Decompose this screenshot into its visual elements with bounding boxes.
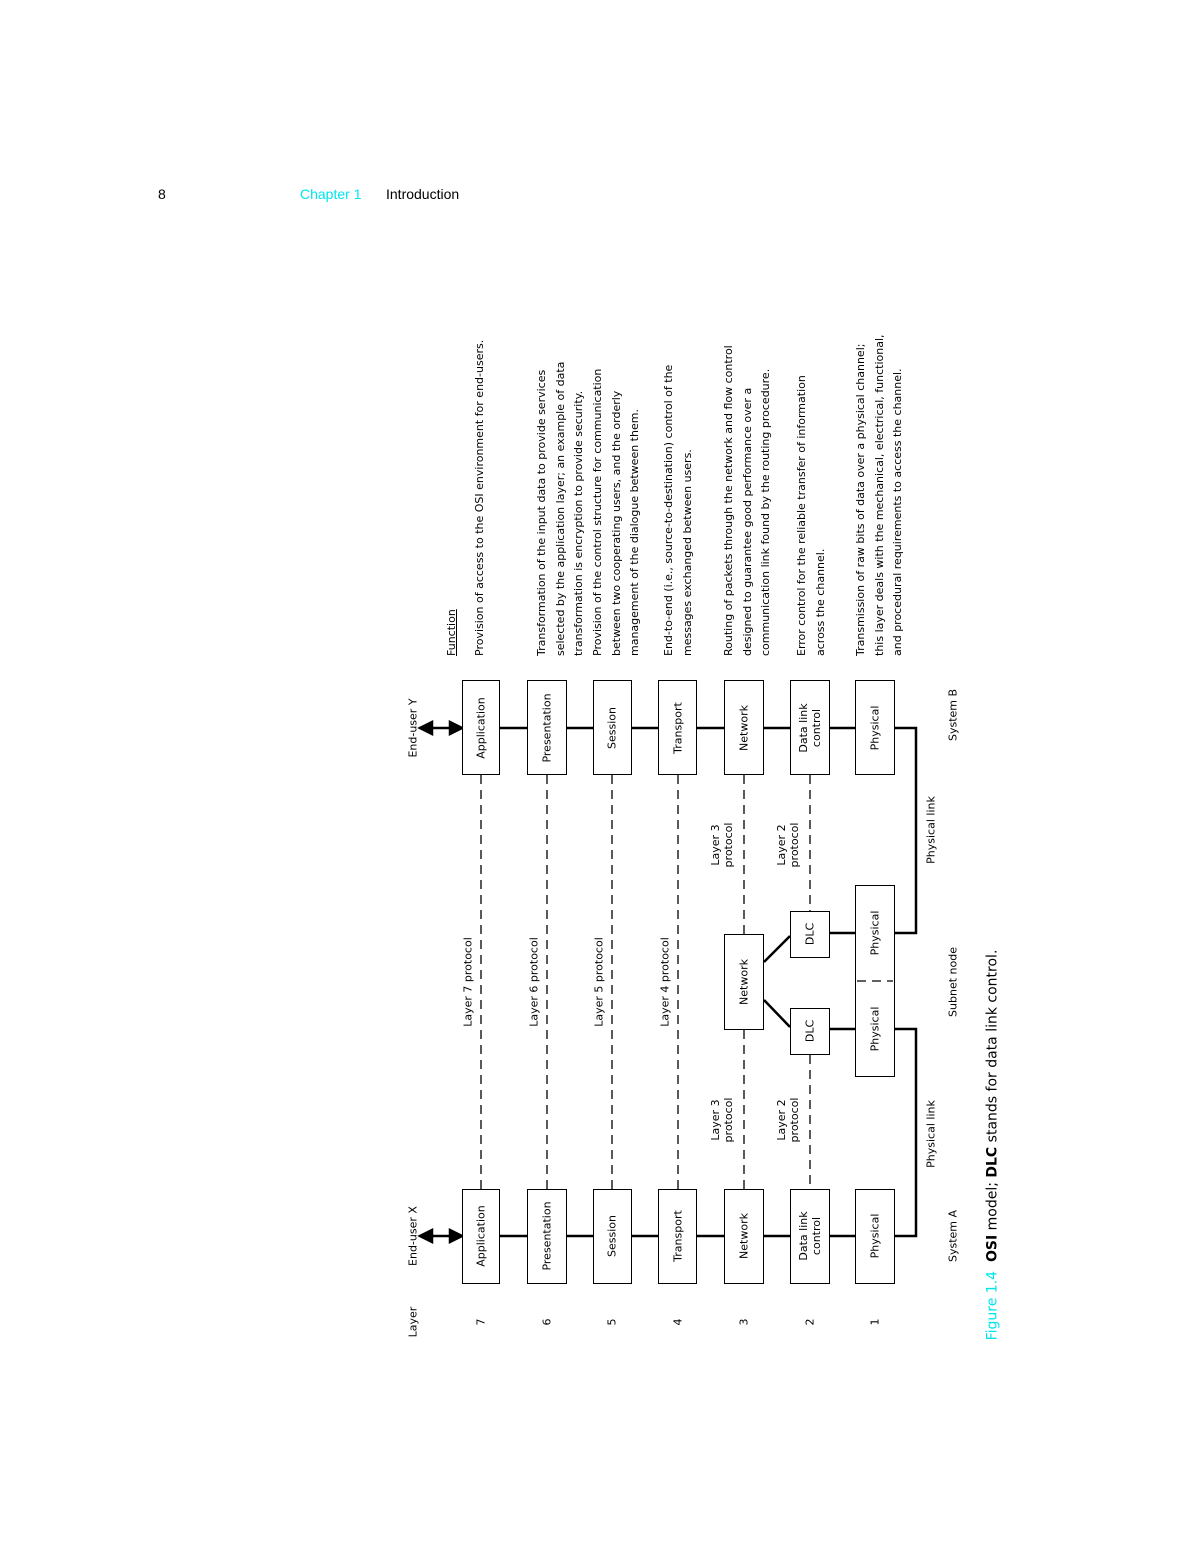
box-label: Network [737,1213,751,1259]
function-text-layer-1: Transmission of raw bits of data over a … [854,334,904,656]
system-b-label: System B [946,688,960,742]
system-b-network-box [724,680,764,775]
box-label: Physical [868,1006,882,1052]
figure-caption: Figure 1.4 OSI model; DLC stands for dat… [984,949,1001,1341]
function-text-layer-5: Provision of the control structure for c… [591,368,641,656]
system-a-transport-box [658,1189,697,1284]
box-label: Session [605,1215,619,1257]
protocol-label: Layer 6 protocol [527,937,541,1027]
box-label: Transport [671,1210,685,1262]
protocol-label: Layer 5 protocol [592,937,606,1027]
box-label: Physical [868,910,882,956]
protocol-label: Layer 7 protocol [461,937,475,1027]
subnet-physical-box [855,885,895,1077]
box-label: Network [737,959,751,1005]
system-a-dlc-box [790,1189,830,1284]
layer-number: 3 [737,1318,751,1326]
function-text-layer-3: Routing of packets through the network a… [722,345,772,656]
system-b-dlc-box [790,680,830,775]
box-label: Physical [868,705,882,751]
system-a-physical-box [855,1189,895,1284]
box-label: Physical [868,1213,882,1259]
box-label: Transport [671,702,685,754]
layer-number: 7 [474,1318,488,1326]
system-a-label: System A [946,1209,960,1263]
layer-number: 1 [868,1318,882,1326]
layer-number: 2 [803,1318,817,1326]
box-label: DLC [803,1019,817,1043]
layer-number: 6 [540,1318,554,1326]
figure-label: Figure 1.4 [984,1270,1001,1341]
box-label: Presentation [540,1201,554,1271]
system-a-application-box [462,1189,500,1284]
system-a-session-box [593,1189,632,1284]
system-a-presentation-box [527,1189,567,1284]
system-b-transport-box [658,680,697,775]
layer-number: 4 [671,1318,685,1326]
function-text-layer-2: Error control for the reliable transfer … [795,375,827,656]
end-user-x-label: End-user X [406,1206,420,1266]
subnet-dlc-right-box [790,911,830,958]
box-label: Application [474,697,488,759]
physical-link-label-b: Physical link [924,796,938,864]
box-label: Presentation [540,693,554,763]
chapter-label: Chapter 1 [300,186,362,202]
protocol-label: Layer 4 protocol [658,937,672,1027]
layer-number: 5 [605,1318,619,1326]
end-user-y-label: End-user Y [406,698,420,758]
box-label: Network [737,705,751,751]
physical-link-label-a: Physical link [924,1100,938,1168]
system-b-presentation-box [527,680,567,775]
system-a-network-box [724,1189,764,1284]
subnet-network-box [724,934,764,1030]
section-title: Introduction [386,186,460,202]
function-text-layer-6: Transformation of the input data to prov… [535,361,585,656]
system-b-physical-box [855,680,895,775]
function-text-layer-7: Provision of access to the OSI environme… [473,339,486,656]
system-b-session-box [593,680,632,775]
box-label: Application [474,1205,488,1267]
function-heading: Function [445,609,458,656]
subnet-node-label: Subnet node [946,947,960,1017]
box-label: Session [605,707,619,749]
function-text-layer-4: End-to-end (i.e., source-to-destination)… [662,364,694,656]
box-label: DLC [803,922,817,946]
system-b-application-box [462,680,500,775]
subnet-dlc-left-box [790,1008,830,1055]
page-number: 8 [158,186,166,202]
layer-heading: Layer [406,1306,420,1338]
